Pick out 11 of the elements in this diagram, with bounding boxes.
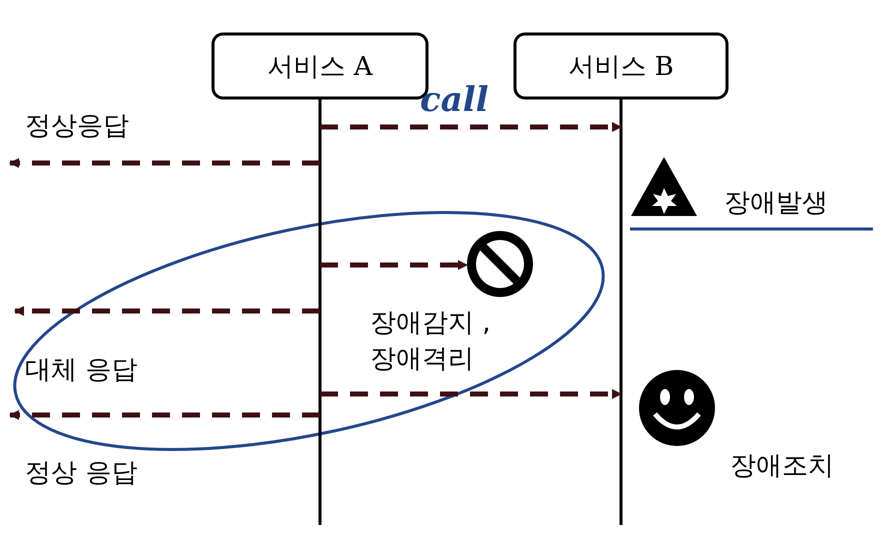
dashed-arrow <box>9 410 320 420</box>
dashed-arrow <box>9 158 320 168</box>
dashed-arrow <box>14 306 320 316</box>
dashed-arrow <box>320 389 622 399</box>
dashed-arrow <box>320 122 622 132</box>
annotation-text: 장애조치 <box>730 450 834 483</box>
prohibited-icon <box>467 231 533 297</box>
annotation-text: 대체 응답 <box>25 354 138 387</box>
annotation-text: 정상 응답 <box>25 457 138 490</box>
dashed-arrow <box>320 260 468 270</box>
annotation-text: 정상응답 <box>25 110 129 143</box>
